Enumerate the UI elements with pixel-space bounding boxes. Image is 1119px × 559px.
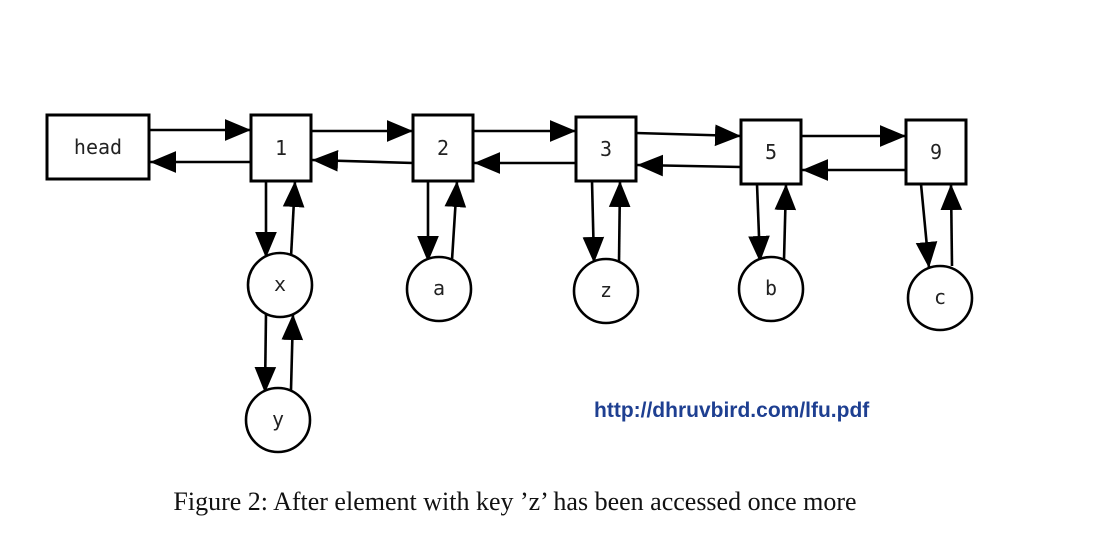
edge-9-to-c <box>915 183 938 269</box>
node-x: x <box>246 251 314 319</box>
node-c: c <box>906 264 974 332</box>
node-c-label: c <box>934 285 946 309</box>
edge-5-to-3 <box>636 154 742 177</box>
node-a: a <box>405 255 473 323</box>
edge-b-to-5 <box>774 183 797 261</box>
edge-c-to-9 <box>940 183 963 267</box>
node-head-label: head <box>74 135 122 159</box>
edge-3-to-z <box>582 180 605 264</box>
edge-z-to-3 <box>608 180 631 263</box>
edge-x-to-1 <box>282 180 305 258</box>
node-head: head <box>45 113 151 181</box>
edge-5-to-b <box>748 183 770 263</box>
node-z: z <box>572 257 640 325</box>
edge-x-to-y <box>254 312 277 394</box>
node-3-label: 3 <box>600 137 612 161</box>
node-9-label: 9 <box>930 140 942 164</box>
node-b-label: b <box>765 276 777 300</box>
node-x-label: x <box>274 272 286 296</box>
node-y-label: y <box>272 407 284 431</box>
edge-2-to-1 <box>311 149 414 172</box>
node-2-label: 2 <box>437 136 449 160</box>
node-9: 9 <box>904 118 968 186</box>
figure-caption: Figure 2: After element with key ’z’ has… <box>173 487 857 516</box>
node-a-label: a <box>433 276 445 300</box>
node-5: 5 <box>739 118 803 186</box>
edge-a-to-2 <box>444 180 467 261</box>
lfu-diagram: head 1 2 3 5 9 x y a z b c <box>45 113 974 454</box>
source-url: http://dhruvbird.com/lfu.pdf <box>594 399 870 422</box>
node-5-label: 5 <box>765 140 777 164</box>
node-b: b <box>737 255 805 323</box>
node-1-label: 1 <box>275 136 287 160</box>
node-1: 1 <box>249 113 313 183</box>
node-z-label: z <box>600 278 612 302</box>
node-2: 2 <box>411 113 475 183</box>
edge-y-to-x <box>281 313 304 391</box>
node-3: 3 <box>574 115 638 183</box>
edge-3-to-5 <box>635 124 742 147</box>
node-y: y <box>244 386 312 454</box>
